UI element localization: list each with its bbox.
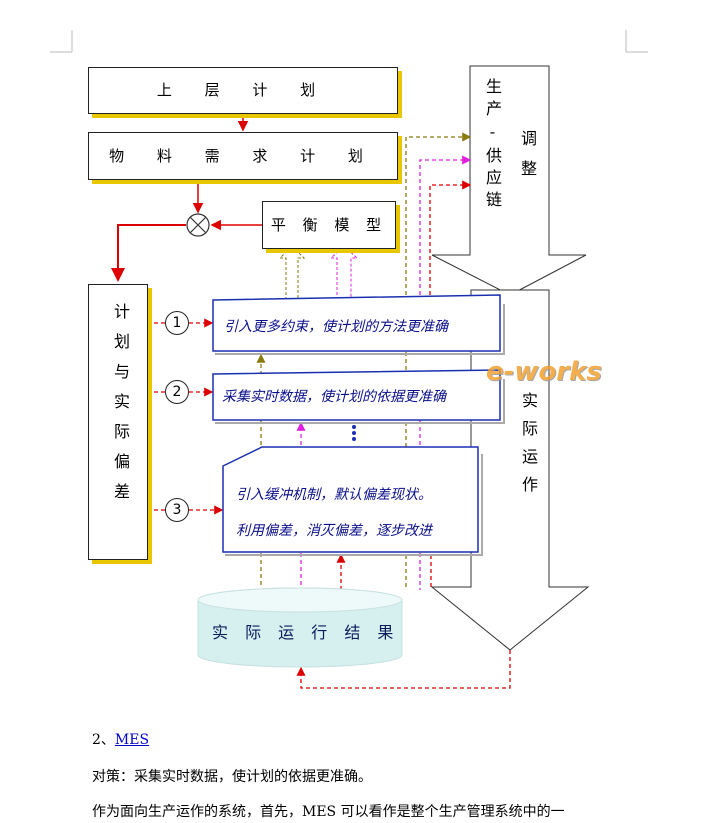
supply-chain-label: 生产-供应链 xyxy=(483,78,502,213)
plan-deviation-label: 计划与实际偏差 xyxy=(111,303,130,513)
section-number: 2、 xyxy=(92,732,115,748)
material-plan-box: 物 料 需 求 计 划 xyxy=(88,132,398,180)
strategy-2-text: 采集实时数据，使计划的依据更准确 xyxy=(222,389,446,405)
supply-chain-arrow xyxy=(431,65,587,296)
strategy-box-3: 引入缓冲机制，默认偏差现状。 利用偏差，消灭偏差，逐步改进 xyxy=(222,446,483,556)
material-plan-label: 物 料 需 求 计 划 xyxy=(109,147,377,165)
strategy-3-line1: 引入缓冲机制，默认偏差现状。 xyxy=(236,487,432,503)
strategy-box-2: 采集实时数据，使计划的依据更准确 xyxy=(212,369,505,424)
step-1-circle: 1 xyxy=(165,311,189,335)
adjust-label: 调整 xyxy=(518,130,537,190)
balance-model-box: 平 衡 模 型 xyxy=(262,201,396,249)
mes-link[interactable]: MES xyxy=(114,732,150,748)
strategy-3-line2: 利用偏差，消灭偏差，逐步改进 xyxy=(236,523,432,539)
step-3-circle: 3 xyxy=(165,498,189,522)
strategy-box-1: 引入更多约束，使计划的方法更准确 xyxy=(212,294,505,355)
eworks-watermark: e-works xyxy=(486,357,602,387)
paragraph-line-2: 作为面向生产运作的系统，首先，MES 可以看作是整个生产管理系统中的一 xyxy=(92,804,565,820)
upper-plan-label: 上 层 计 划 xyxy=(156,81,330,99)
strategy-1-text: 引入更多约束，使计划的方法更准确 xyxy=(224,319,448,335)
actual-operation-label: 实际运作 xyxy=(519,392,538,504)
plan-deviation-box: 计划与实际偏差 xyxy=(88,284,148,560)
section-heading: 2、MES xyxy=(92,729,149,749)
actual-result-label: 实 际 运 行 结 果 xyxy=(212,623,400,642)
step-2-circle: 2 xyxy=(165,380,189,404)
upper-plan-box: 上 层 计 划 xyxy=(88,67,398,114)
paragraph-line-1: 对策：采集实时数据，使计划的依据更准确。 xyxy=(92,769,372,785)
balance-model-label: 平 衡 模 型 xyxy=(270,216,388,234)
